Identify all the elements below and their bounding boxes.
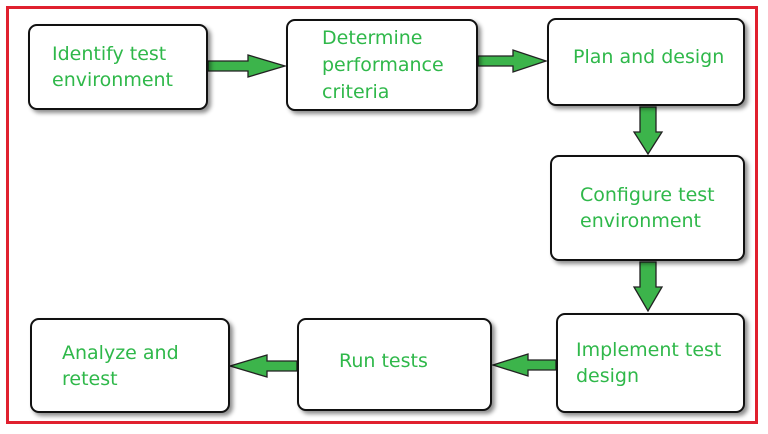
step-determine-performance-criteria: Determine performance criteria [286,19,478,111]
step-configure-test-environment: Configure test environment [550,155,745,261]
arrow-left-6 [227,354,298,378]
arrow-down-4 [632,261,664,313]
step-label: Determine performance criteria [322,26,444,103]
arrow-left-5 [490,353,557,377]
arrow-right-1 [207,54,288,78]
step-label: Plan and design [573,46,725,68]
step-label: Analyze and retest [62,342,179,390]
step-run-tests: Run tests [297,318,492,411]
step-label: Identify test environment [52,43,174,91]
step-plan-and-design: Plan and design [547,18,745,106]
step-label: Implement test design [576,339,722,387]
arrow-right-2 [477,49,549,73]
step-identify-test-environment: Identify test environment [28,24,208,110]
step-label: Run tests [339,350,428,372]
step-analyze-and-retest: Analyze and retest [30,318,230,413]
step-label: Configure test environment [580,184,715,232]
arrow-down-3 [632,106,664,156]
step-implement-test-design: Implement test design [556,313,745,413]
diagram-frame [6,6,758,424]
